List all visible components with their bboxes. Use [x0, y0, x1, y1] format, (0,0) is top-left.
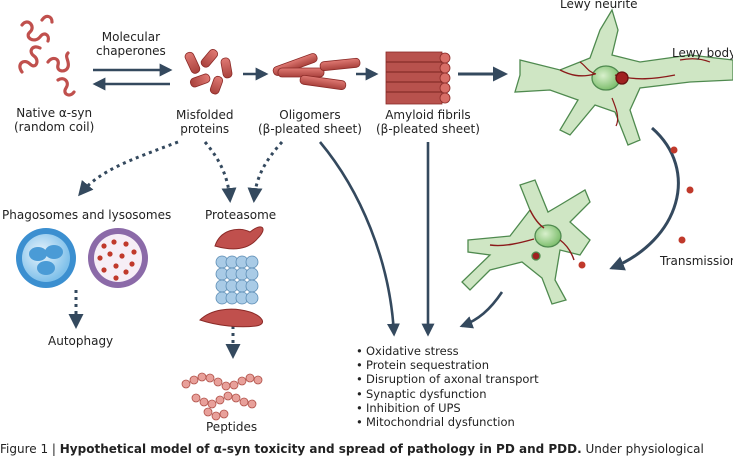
peptides-icon [181, 372, 263, 421]
label-lewy-body: Lewy body [672, 46, 733, 60]
label-lewy-neurite: Lewy neurite [560, 0, 638, 11]
dashed-arrow-misfolded-to-proteasome [203, 141, 237, 203]
outcome-item: Synaptic dysfunction [356, 387, 539, 401]
chaperone-arrows [92, 63, 173, 91]
label-autophagy: Autophagy [48, 334, 114, 348]
label-oligomers: Oligomers(β-pleated sheet) [258, 108, 362, 136]
outcome-item: Mitochondrial dysfunction [356, 415, 539, 429]
label-native-asyn: Native α-syn(random coil) [14, 106, 95, 134]
outcome-item: Oxidative stress [356, 344, 539, 358]
toxic-outcomes-list: Oxidative stress Protein sequestration D… [356, 344, 539, 429]
neuron-bottom-icon [461, 179, 591, 305]
label-phagosomes-lysosomes: Phagosomes and lysosomes [2, 208, 172, 222]
label-peptides: Peptides [206, 420, 258, 434]
phagosome-icon [16, 228, 76, 288]
outcome-item: Disruption of axonal transport [356, 372, 539, 386]
amyloid-fibrils-icon [385, 51, 451, 105]
transmission-arrow [609, 126, 680, 271]
label-transmission: Transmission [660, 254, 733, 268]
misfolded-proteins-icon [184, 49, 233, 95]
caption-rest: Under physiological [581, 442, 704, 456]
released-asyn-dots [578, 146, 694, 269]
outcome-item: Protein sequestration [356, 358, 539, 372]
label-amyloid-fibrils: Amyloid fibrils(β-pleated sheet) [376, 108, 480, 136]
native-asyn-icon [18, 14, 76, 97]
label-proteasome: Proteasome [205, 208, 277, 222]
oligomers-icon [272, 53, 361, 91]
lysosome-icon [88, 228, 148, 288]
outcome-item: Inhibition of UPS [356, 401, 539, 415]
caption-prefix: Figure 1 | [0, 442, 60, 456]
neuron-to-outcomes-arrow [459, 291, 504, 329]
proteasome-icon [199, 226, 264, 328]
dashed-arrow-to-phagosomes [78, 140, 179, 197]
caption-title: Hypothetical model of α-syn toxicity and… [59, 442, 582, 456]
figure-caption: Figure 1 | Hypothetical model of α-syn t… [0, 442, 704, 456]
oligomers-to-outcomes-arrow [319, 141, 400, 337]
neuron-top-icon [514, 8, 733, 146]
dashed-arrow-oligomers-to-proteasome [247, 141, 284, 203]
